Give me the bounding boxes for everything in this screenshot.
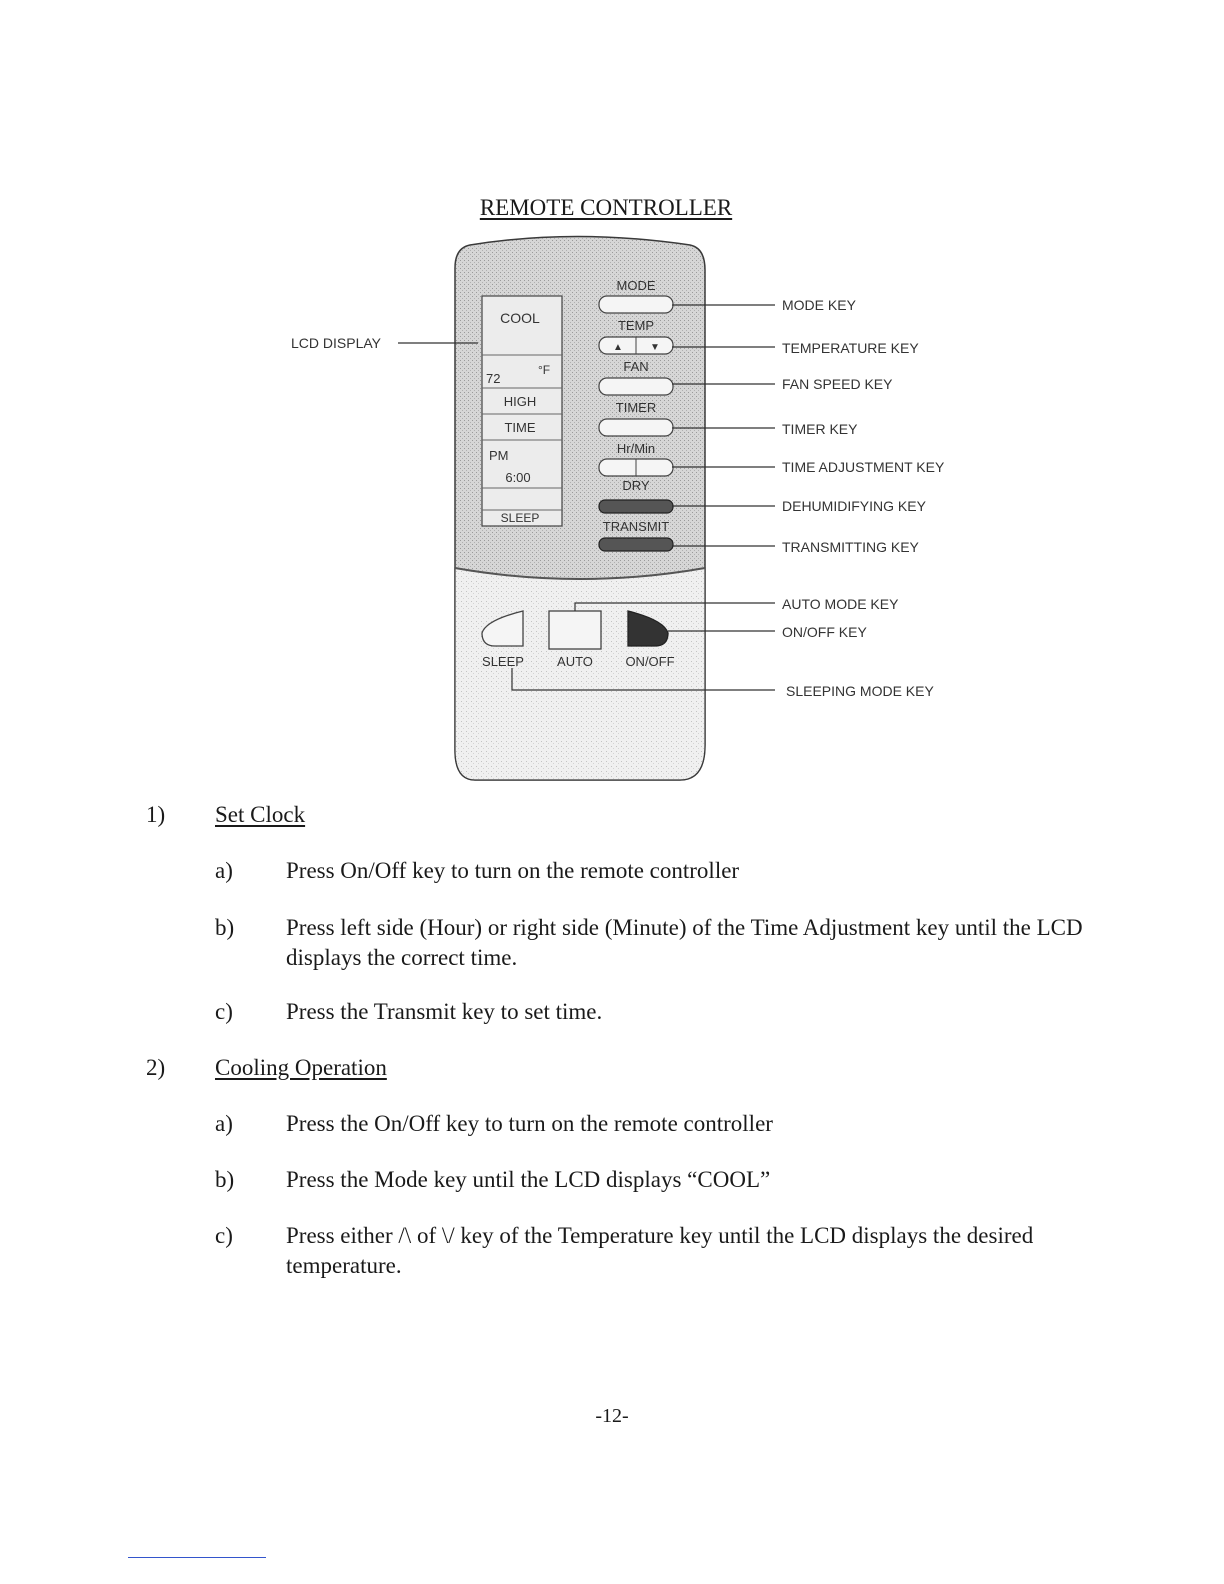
onoff-key[interactable] (627, 610, 669, 647)
callout-auto-mode-key: AUTO MODE KEY (782, 596, 899, 612)
callout-timer-key: TIMER KEY (782, 421, 858, 437)
fan-key-label: FAN (623, 359, 648, 374)
auto-key[interactable] (548, 610, 602, 650)
remote-controller-diagram: COOL °F 72 HIGH TIME PM 6:00 SLEEP MODE … (291, 235, 945, 781)
lcd-temperature: 72 (486, 371, 500, 386)
callout-fan-speed-key: FAN SPEED KEY (782, 376, 893, 392)
section-2-item-a-text: Press the On/Off key to turn on the remo… (286, 1111, 773, 1136)
lcd-sleep: SLEEP (501, 511, 540, 525)
lcd-time: 6:00 (505, 470, 530, 485)
section-1-heading: Set Clock (215, 802, 306, 827)
section-2-item-b-letter: b) (215, 1167, 235, 1192)
page-title: REMOTE CONTROLLER (479, 195, 733, 220)
section-2-item-b-text: Press the Mode key until the LCD display… (286, 1167, 771, 1192)
leader-sleep (511, 668, 775, 691)
auto-key-label: AUTO (557, 654, 593, 669)
callout-dehumidifying-key: DEHUMIDIFYING KEY (782, 498, 927, 514)
callout-transmitting-key: TRANSMITTING KEY (782, 539, 920, 555)
lcd-fan: HIGH (504, 394, 537, 409)
section-2-item-c-letter: c) (215, 1223, 233, 1248)
section-1-item-c-letter: c) (215, 999, 233, 1024)
sleep-key[interactable] (481, 610, 524, 647)
callout-temperature-key: TEMPERATURE KEY (782, 340, 919, 356)
callout-time-adjustment-key: TIME ADJUSTMENT KEY (782, 459, 945, 475)
lcd-mode: COOL (500, 310, 540, 326)
lcd-ampm: PM (489, 448, 509, 463)
dehumidifying-key[interactable] (598, 499, 674, 514)
onoff-key-label: ON/OFF (625, 654, 674, 669)
callout-lcd-display: LCD DISPLAY (291, 335, 382, 351)
section-2-item-c-text: Press either /\ of \/ key of the Tempera… (286, 1223, 1034, 1278)
mode-key[interactable] (598, 295, 674, 314)
section-1-item-b-letter: b) (215, 915, 235, 940)
timer-key[interactable] (598, 418, 674, 437)
hrmin-key-label: Hr/Min (617, 441, 655, 456)
section-2-item-a-letter: a) (215, 1111, 233, 1136)
lcd-time-label: TIME (504, 420, 535, 435)
page-number: -12- (595, 1405, 629, 1427)
lcd-display: COOL °F 72 HIGH TIME PM 6:00 SLEEP (481, 295, 563, 527)
callout-sleeping-mode-key: SLEEPING MODE KEY (786, 683, 934, 699)
section-2-heading: Cooling Operation (215, 1055, 387, 1080)
mode-key-label: MODE (617, 278, 656, 293)
section-1-item-a-text: Press On/Off key to turn on the remote c… (286, 858, 740, 883)
lcd-unit: °F (538, 363, 550, 377)
sleep-key-label: SLEEP (482, 654, 524, 669)
temp-up-icon[interactable]: ▲ (613, 342, 623, 353)
time-adjustment-key[interactable] (598, 458, 674, 477)
section-1-number: 1) (146, 802, 166, 827)
section-1-item-c-text: Press the Transmit key to set time. (286, 999, 603, 1024)
section-2-number: 2) (146, 1055, 166, 1080)
section-1-item-a-letter: a) (215, 858, 233, 883)
callout-onoff-key: ON/OFF KEY (782, 624, 867, 640)
temperature-key[interactable]: ▲ ▼ (598, 336, 674, 355)
leader-auto (574, 602, 775, 611)
section-1-item-b-text: Press left side (Hour) or right side (Mi… (286, 915, 1083, 970)
callout-mode-key: MODE KEY (782, 297, 857, 313)
temp-key-label: TEMP (618, 318, 654, 333)
transmit-key-label: TRANSMIT (603, 519, 670, 534)
fan-speed-key[interactable] (598, 377, 674, 396)
timer-key-label: TIMER (616, 400, 656, 415)
dry-key-label: DRY (622, 478, 650, 493)
footer-rule (128, 1557, 266, 1558)
transmitting-key[interactable] (598, 537, 674, 552)
temp-down-icon[interactable]: ▼ (650, 342, 660, 353)
